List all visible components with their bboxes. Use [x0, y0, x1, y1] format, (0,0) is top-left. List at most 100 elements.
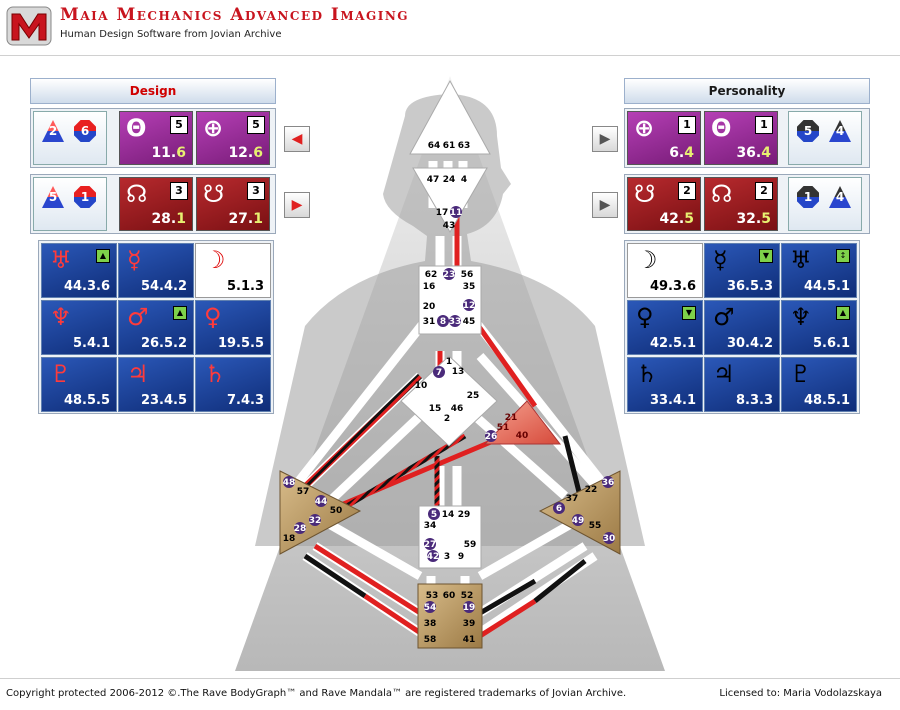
- gate-30-marker: [603, 532, 615, 544]
- design-earth-tile[interactable]: ⊕ 5 12.6: [196, 111, 270, 165]
- north-node-icon: ☊: [711, 180, 733, 208]
- personality-mercury-cell[interactable]: ☿▼36.5.3: [704, 243, 780, 298]
- design-saturn-cell[interactable]: ♄7.4.3: [195, 357, 271, 412]
- gate-64: 64: [428, 141, 441, 151]
- gate-60: 60: [443, 591, 456, 601]
- bodygraph-chart: 64 61 63 47 24 4 17 11 43 62 23 56 16 35…: [235, 76, 665, 671]
- gate-value: 42.5: [659, 211, 694, 227]
- gate-26-marker: [485, 430, 497, 442]
- gate-4: 4: [461, 175, 467, 185]
- gate-5-marker: [428, 508, 440, 520]
- root-center[interactable]: [417, 583, 483, 649]
- gate-2: 2: [444, 414, 450, 424]
- neptune-icon: ♆: [50, 303, 72, 331]
- personality-sun-tile[interactable]: Θ 1 36.4: [704, 111, 778, 165]
- design-triangle-arrow-icon: 5: [42, 186, 64, 208]
- design-north-node-tile[interactable]: ☊ 3 28.1: [119, 177, 193, 231]
- gate-8: 8: [440, 317, 446, 327]
- design-moon-cell[interactable]: ☽5.1.3: [195, 243, 271, 298]
- gate-1: 1: [446, 357, 452, 367]
- gate-5: 5: [431, 510, 437, 520]
- gate-63: 63: [458, 141, 471, 151]
- line-badge: 5: [247, 116, 265, 134]
- arrow-updown-icon: ↕: [836, 249, 850, 263]
- gate-53: 53: [426, 591, 439, 601]
- design-venus-cell[interactable]: ♀19.5.5: [195, 300, 271, 355]
- design-south-node-tile[interactable]: ☋ 3 27.1: [196, 177, 270, 231]
- personality-variables-tile-2[interactable]: 1 4: [788, 177, 862, 231]
- design-variables-tile[interactable]: 2 6: [33, 111, 107, 165]
- personality-neptune-cell[interactable]: ♆▲5.6.1: [781, 300, 857, 355]
- design-sun-tile[interactable]: Θ 5 11.6: [119, 111, 193, 165]
- design-mercury-cell[interactable]: ☿54.4.2: [118, 243, 194, 298]
- gate-59: 59: [464, 540, 477, 550]
- g-center[interactable]: [400, 355, 498, 447]
- app-subtitle: Human Design Software from Jovian Archiv…: [60, 29, 282, 40]
- personality-jupiter-cell[interactable]: ♃8.3.3: [704, 357, 780, 412]
- personality-earth-tile[interactable]: ⊕ 1 6.4: [627, 111, 701, 165]
- gate-47: 47: [427, 175, 440, 185]
- gate-7: 7: [436, 368, 442, 378]
- personality-pluto-cell[interactable]: ♇48.5.1: [781, 357, 857, 412]
- gate-48: 48: [283, 478, 296, 488]
- personality-south-node-tile[interactable]: ☋ 2 42.5: [627, 177, 701, 231]
- pluto-icon: ♇: [790, 360, 812, 388]
- license-text: Licensed to: Maria Vodolazskaya: [719, 688, 882, 699]
- personality-row-sun-earth: ⊕ 1 6.4 Θ 1 36.4 5 4: [624, 108, 870, 168]
- design-row-nodes: 5 1 ☊ 3 28.1 ☋ 3 27.1: [30, 174, 276, 234]
- design-variables-tile-2[interactable]: 5 1: [33, 177, 107, 231]
- personality-venus-cell[interactable]: ♀▼42.5.1: [627, 300, 703, 355]
- design-mars-cell[interactable]: ♂▲26.5.2: [118, 300, 194, 355]
- design-prev-button[interactable]: ◀: [284, 126, 310, 152]
- personality-uranus-cell[interactable]: ♅↕44.5.1: [781, 243, 857, 298]
- gate-61: 61: [443, 141, 456, 151]
- ego-center[interactable]: [483, 400, 562, 445]
- gate-18: 18: [283, 534, 296, 544]
- gate-41: 41: [463, 635, 476, 645]
- solar-plexus-center[interactable]: [538, 470, 621, 555]
- gate-value: 11.6: [151, 145, 186, 161]
- gate-value: 27.1: [228, 211, 263, 227]
- arrow-down-icon: ▼: [682, 306, 696, 320]
- main-content: Design 2 6 Θ 5 11.6 ⊕ 5 12.6 5 1 ☊ 3 28.…: [0, 56, 900, 676]
- gate-10: 10: [415, 381, 428, 391]
- gate-55: 55: [589, 521, 602, 531]
- gate-36: 36: [602, 478, 615, 488]
- gate-35: 35: [463, 282, 476, 292]
- saturn-icon: ♄: [204, 360, 226, 388]
- design-jupiter-cell[interactable]: ♃23.4.5: [118, 357, 194, 412]
- gate-value: 28.1: [151, 211, 186, 227]
- jupiter-icon: ♃: [713, 360, 735, 388]
- uranus-icon: ♅: [790, 246, 812, 274]
- personality-next-button-2[interactable]: ▶: [592, 192, 618, 218]
- pluto-icon: ♇: [50, 360, 72, 388]
- personality-mars-cell[interactable]: ♂30.4.2: [704, 300, 780, 355]
- sun-icon: Θ: [711, 114, 732, 142]
- line-badge: 1: [755, 116, 773, 134]
- personality-variables-tile[interactable]: 5 4: [788, 111, 862, 165]
- design-neptune-cell[interactable]: ♆5.4.1: [41, 300, 117, 355]
- ajna-center[interactable]: [412, 167, 488, 233]
- design-pluto-cell[interactable]: ♇48.5.5: [41, 357, 117, 412]
- personality-next-button[interactable]: ▶: [592, 126, 618, 152]
- design-uranus-cell[interactable]: ♅▲44.3.6: [41, 243, 117, 298]
- personality-saturn-cell[interactable]: ♄33.4.1: [627, 357, 703, 412]
- gate-42: 42: [427, 552, 440, 562]
- personality-north-node-tile[interactable]: ☊ 2 32.5: [704, 177, 778, 231]
- gate-38: 38: [424, 619, 437, 629]
- gate-54: 54: [424, 603, 437, 613]
- personality-moon-cell[interactable]: ☽49.3.6: [627, 243, 703, 298]
- design-octagon-icon: 6: [74, 120, 96, 142]
- gate-42-marker: [427, 550, 439, 562]
- gate-46: 46: [451, 404, 464, 414]
- head-center[interactable]: [409, 79, 491, 155]
- line-badge: 1: [678, 116, 696, 134]
- moon-icon: ☽: [636, 246, 658, 274]
- earth-icon: ⊕: [203, 114, 224, 142]
- gate-15: 15: [429, 404, 442, 414]
- design-next-button[interactable]: ▶: [284, 192, 310, 218]
- south-node-icon: ☋: [634, 180, 656, 208]
- arrow-down-icon: ▼: [759, 249, 773, 263]
- gate-6: 6: [556, 504, 562, 514]
- personality-heading: Personality: [624, 78, 870, 104]
